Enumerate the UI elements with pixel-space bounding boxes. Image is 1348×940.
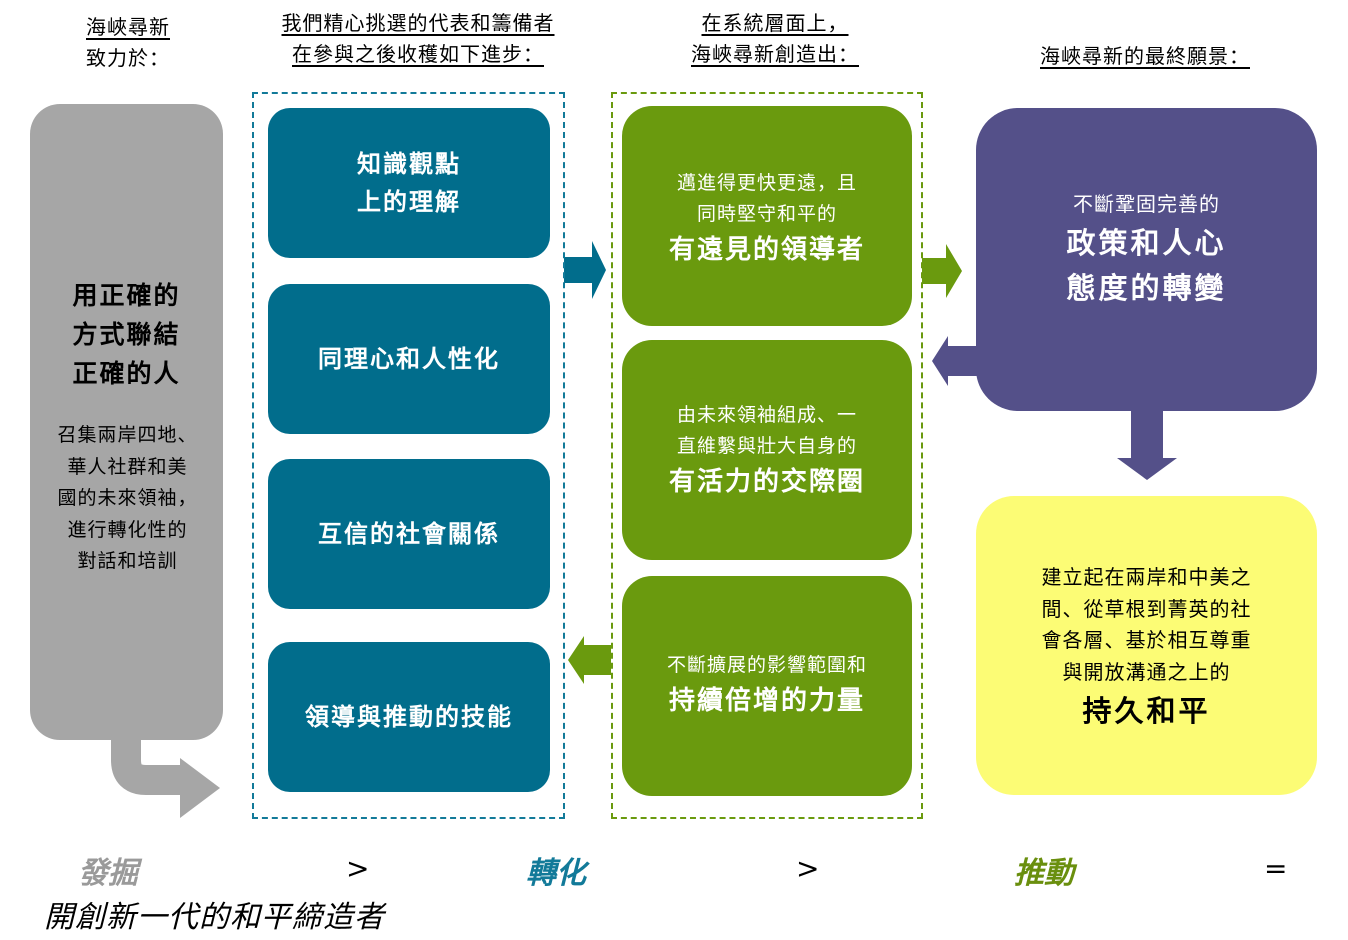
purple-box-small: 不斷鞏固完善的	[1073, 192, 1220, 216]
yellow-box-big: 持久和平	[1082, 694, 1211, 728]
green-box-leaders: 邁進得更快更遠，且 同時堅守和平的 有遠見的領導者	[622, 106, 912, 326]
purple-box-policy: 不斷鞏固完善的 政策和人心 態度的轉變	[976, 108, 1317, 411]
gray-title-line: 方式聯結	[72, 320, 181, 349]
purple-box-big-line: 政策和人心	[1066, 226, 1227, 260]
header-col4: 海峽尋新的最終願景：	[1000, 41, 1290, 72]
teal-box-line: 同理心和人性化	[318, 344, 500, 373]
header-col1-line2: 致力於：	[86, 46, 170, 70]
header-col2: 我們精心挑選的代表和籌備者 在參與之後收穫如下進步：	[238, 8, 598, 70]
teal-box-empathy: 同理心和人性化	[268, 284, 550, 434]
stage-promote: 推動	[1014, 856, 1074, 891]
stage-equals: =	[1264, 852, 1288, 885]
gray-title-line: 用正確的	[72, 281, 181, 310]
teal-box-knowledge: 知識觀點 上的理解	[268, 108, 550, 258]
green-box-small-line: 同時堅守和平的	[696, 203, 837, 225]
header-col1-line1: 海峽尋新	[86, 15, 170, 39]
green-box-network: 由未來領袖組成、一 直維繫與壯大自身的 有活力的交際圈	[622, 340, 912, 560]
header-col4-line1: 海峽尋新的最終願景：	[1040, 44, 1250, 68]
header-col3: 在系統層面上， 海峽尋新創造出：	[650, 8, 900, 70]
stage-transform: 轉化	[526, 856, 586, 891]
yellow-box-peace: 建立起在兩岸和中美之 間、從草根到菁英的社 會各層、基於相互尊重 與開放溝通之上…	[976, 496, 1317, 795]
gray-title-line: 正確的人	[72, 359, 181, 388]
purple-to-green-arrow	[932, 336, 978, 386]
stage-discover: 發掘	[78, 856, 138, 891]
green-box-influence: 不斷擴展的影響範圍和 持續倍增的力量	[622, 576, 912, 796]
green-box-small-line: 邁進得更快更遠，且	[676, 172, 857, 194]
teal-dashed-frame	[252, 92, 565, 819]
teal-box-trust: 互信的社會關係	[268, 459, 550, 609]
yellow-box-line: 會各層、基於相互尊重	[1041, 628, 1252, 652]
teal-box-line: 上的理解	[357, 187, 461, 216]
gray-body-line: 對話和培訓	[77, 550, 178, 572]
green-to-purple-arrow	[922, 244, 962, 298]
gray-body-line: 國的未來領袖，	[57, 487, 198, 509]
result-text: 開創新一代的和平締造者	[44, 900, 385, 935]
teal-box-line: 互信的社會關係	[318, 519, 500, 548]
gray-body-line: 進行轉化性的	[67, 518, 188, 541]
green-box-big-line: 有活力的交際圈	[668, 467, 865, 497]
gray-curved-arrow	[111, 738, 182, 795]
stage-separator-1: >	[346, 852, 370, 885]
gray-box-connect: 用正確的 方式聯結 正確的人 召集兩岸四地、 華人社群和美 國的未來領袖， 進行…	[30, 104, 223, 740]
gray-arrow-head	[180, 758, 220, 818]
gray-box-body: 召集兩岸四地、 華人社群和美 國的未來領袖， 進行轉化性的 對話和培訓	[36, 420, 219, 578]
green-box-small-line: 直維繫與壯大自身的	[676, 435, 857, 457]
green-box-big-line: 有遠見的領導者	[668, 235, 865, 265]
yellow-box-line: 間、從草根到菁英的社	[1041, 596, 1252, 621]
stage-separator-2: >	[796, 852, 820, 885]
header-col2-line1: 我們精心挑選的代表和籌備者	[281, 11, 555, 35]
teal-box-leadership: 領導與推動的技能	[268, 642, 550, 792]
teal-to-green-arrow	[564, 241, 606, 299]
header-col3-line2: 海峽尋新創造出：	[691, 42, 859, 66]
gray-body-line: 華人社群和美	[67, 455, 188, 478]
purple-box-big-line: 態度的轉變	[1066, 271, 1227, 305]
green-box-small-line: 不斷擴展的影響範圍和	[666, 654, 867, 676]
header-col3-line1: 在系統層面上，	[701, 11, 849, 35]
gray-body-line: 召集兩岸四地、	[57, 424, 198, 446]
green-box-big-line: 持續倍增的力量	[668, 686, 865, 716]
gray-box-title: 用正確的 方式聯結 正確的人	[30, 276, 223, 393]
green-dashed-frame	[611, 92, 923, 819]
teal-box-line: 知識觀點	[357, 149, 461, 178]
header-col1: 海峽尋新 致力於：	[58, 12, 198, 74]
green-to-teal-arrow	[568, 636, 611, 684]
teal-box-line: 領導與推動的技能	[305, 702, 513, 731]
header-col2-line2: 在參與之後收穫如下進步：	[292, 42, 544, 66]
green-box-small-line: 由未來領袖組成、一	[676, 404, 857, 426]
yellow-box-line: 建立起在兩岸和中美之	[1041, 565, 1252, 589]
yellow-box-line: 與開放溝通之上的	[1062, 659, 1231, 684]
purple-to-yellow-arrow	[1117, 410, 1177, 480]
